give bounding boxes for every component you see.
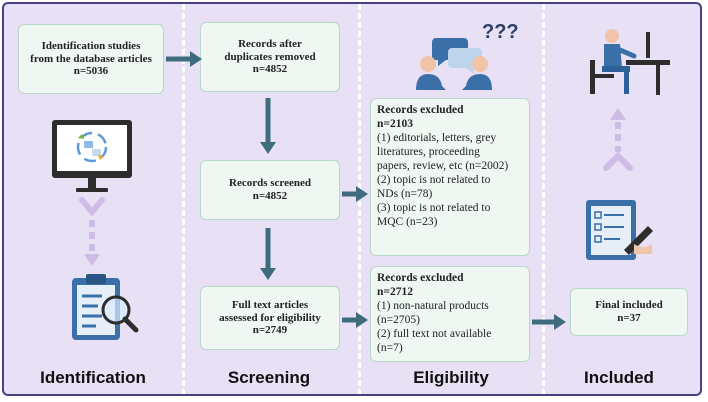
flow-arrow [260,228,276,280]
phase-separator [182,4,185,394]
duplicates-count: n=4852 [252,63,288,76]
excluded-count: n=2712 [377,286,413,299]
computer-monitor-icon [52,120,132,192]
excluded-reason: (1) non-natural products [377,300,489,313]
excluded-title: Records excluded [377,272,464,284]
excluded-reason: (2) topic is not related to [377,174,491,187]
excluded-reason: NDs (n=78) [377,188,433,201]
records-screened-box: Records screened n=4852 [200,160,340,220]
excluded-reason: (n=2705) [377,314,420,327]
screened-count: n=4852 [252,190,288,202]
flow-arrow [260,98,276,154]
final-included-label: Final included [595,299,663,312]
final-included-count: n=37 [617,312,641,324]
diagram-graphics: ??? [52,21,670,340]
duplicates-line: duplicates removed [224,50,316,63]
person-at-desk-icon [590,29,670,95]
dashed-arrow-up [603,108,633,171]
phase-label-included: Included [584,368,654,387]
checklist-pen-icon [586,200,653,260]
excluded-title: Records excluded [377,104,464,116]
excluded-reason: (3) topic is not related to [377,202,491,215]
identification-line: Identification studies [41,39,141,52]
duplicates-removed-box: Records after duplicates removed n=4852 [200,22,340,92]
identification-box: Identification studies from the database… [18,24,164,94]
question-marks-icon: ??? [482,21,519,43]
clipboard-magnifier-icon [72,274,139,340]
dashed-arrow-down [79,197,105,266]
identification-count: n=5036 [73,65,109,78]
excluded-reason: (2) full text not available [377,328,492,341]
flow-arrow [532,314,566,330]
flow-arrow [342,186,368,202]
prisma-flow-diagram: Identification studies from the database… [2,2,702,396]
phase-label-identification: Identification [40,368,146,387]
excluded-reason: (1) editorials, letters, grey [377,132,497,145]
full-text-count: n=2749 [252,324,288,337]
phase-label-eligibility: Eligibility [413,368,489,387]
full-text-box: Full text articles assessed for eligibil… [200,286,340,350]
identification-line: from the database articles [30,52,152,65]
excluded-reason: literatures, proceeding [377,146,480,159]
excluded-reason: papers, review, etc (n=2002) [377,160,509,173]
screened-label: Records screened [229,177,311,190]
excluded-count: n=2103 [377,118,413,131]
phase-label-screening: Screening [227,368,311,387]
records-excluded-box-1: Records excluded n=2103 (1) editorials, … [370,98,530,256]
discussion-people-icon [416,38,492,90]
excluded-reason: (n=7) [377,342,403,355]
full-text-line: Full text articles [231,298,309,311]
final-included-box: Final included n=37 [570,288,688,336]
duplicates-line: Records after [238,37,302,50]
flow-arrow [166,51,202,67]
flow-arrow [342,312,368,328]
excluded-reason: MQC (n=23) [377,216,438,229]
full-text-line: assessed for eligibility [219,311,321,324]
records-excluded-box-2: Records excluded n=2712 (1) non-natural … [370,266,530,362]
phase-separator [542,4,545,394]
